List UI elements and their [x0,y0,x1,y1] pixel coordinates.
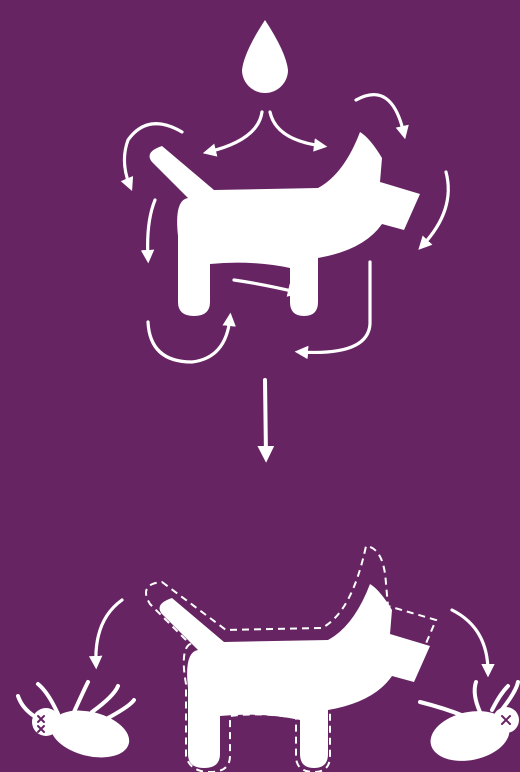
curved-arrow-icon [96,600,122,664]
curved-arrow-icon [234,280,296,292]
curved-arrow-icon [148,318,230,362]
down-arrow-icon [265,380,266,456]
water-drop-icon [242,20,288,93]
curved-arrow-icon [422,172,448,246]
curved-arrow-icon [148,200,155,258]
dead-flea-icon [420,682,519,768]
dead-flea-icon [18,682,134,765]
curved-arrow-icon [356,95,404,134]
curved-arrow-icon [452,610,488,672]
curved-arrow-icon [208,112,262,152]
curved-arrow-icon [270,112,322,146]
